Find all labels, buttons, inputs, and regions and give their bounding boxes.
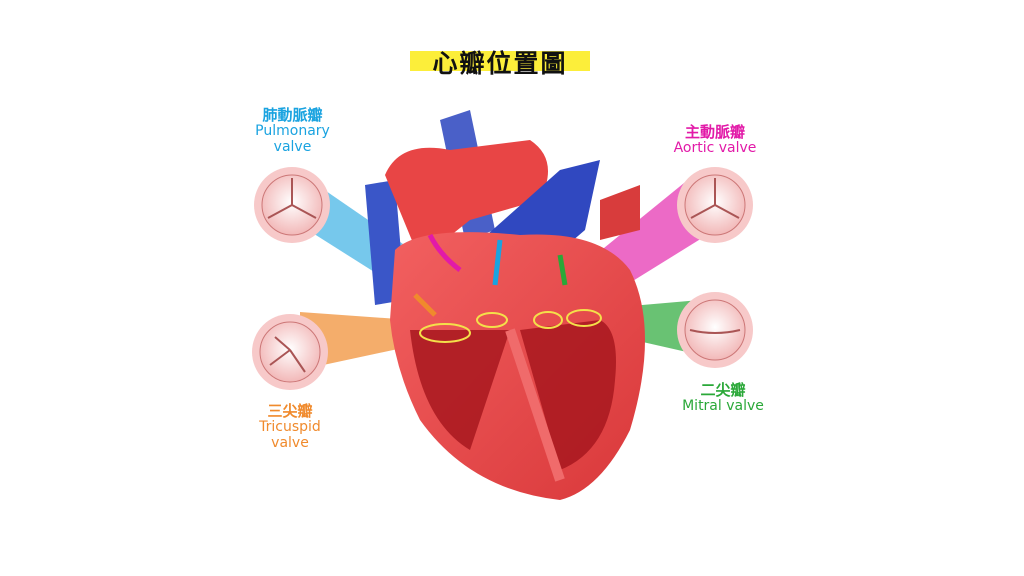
diagram-title: 心瓣位置圖 [432,49,568,78]
aortic-valve-icon [677,167,753,243]
mitral-zh: 二尖瓣 [700,381,746,399]
aortic-valve-label: 主動脈瓣 Aortic valve [660,124,770,156]
pulmonary-valve-icon [254,167,330,243]
tricuspid-valve-ring [419,323,471,343]
tricuspid-flow-arrow-icon [413,293,437,317]
pulmonary-valve-ring [476,312,508,328]
aortic-valve-ring [533,311,563,329]
mitral-en-1: Mitral valve [682,398,764,414]
pulmonary-en-1: Pulmonary [255,123,330,139]
right-pulmonary-arteries [600,185,640,240]
pulmonary-zh: 肺動脈瓣 [262,106,323,124]
mitral-valve-ring [566,309,602,327]
tricuspid-valve-label: 三尖瓣 Tricuspid valve [240,403,340,451]
pulmonary-flow-arrow-icon [492,239,503,286]
tricuspid-en-1: Tricuspid [259,419,321,435]
aortic-zh: 主動脈瓣 [684,123,745,141]
pulmonary-valve-label: 肺動脈瓣 Pulmonary valve [240,107,345,155]
title-highlight [410,51,590,71]
mitral-valve-label: 二尖瓣 Mitral valve [668,382,778,414]
heart-interior [410,320,616,470]
aortic-flow-arrow-icon [427,233,462,272]
mitral-valve-icon [677,292,753,368]
mitral-flow-arrow-icon [557,254,568,286]
tricuspid-en-2: valve [271,435,309,451]
aortic-en-1: Aortic valve [673,140,757,156]
septum [505,328,565,482]
aorta [385,140,548,260]
tricuspid-valve-icon [252,314,328,390]
pulmonary-en-2: valve [273,139,312,155]
tricuspid-zh: 三尖瓣 [267,402,313,420]
